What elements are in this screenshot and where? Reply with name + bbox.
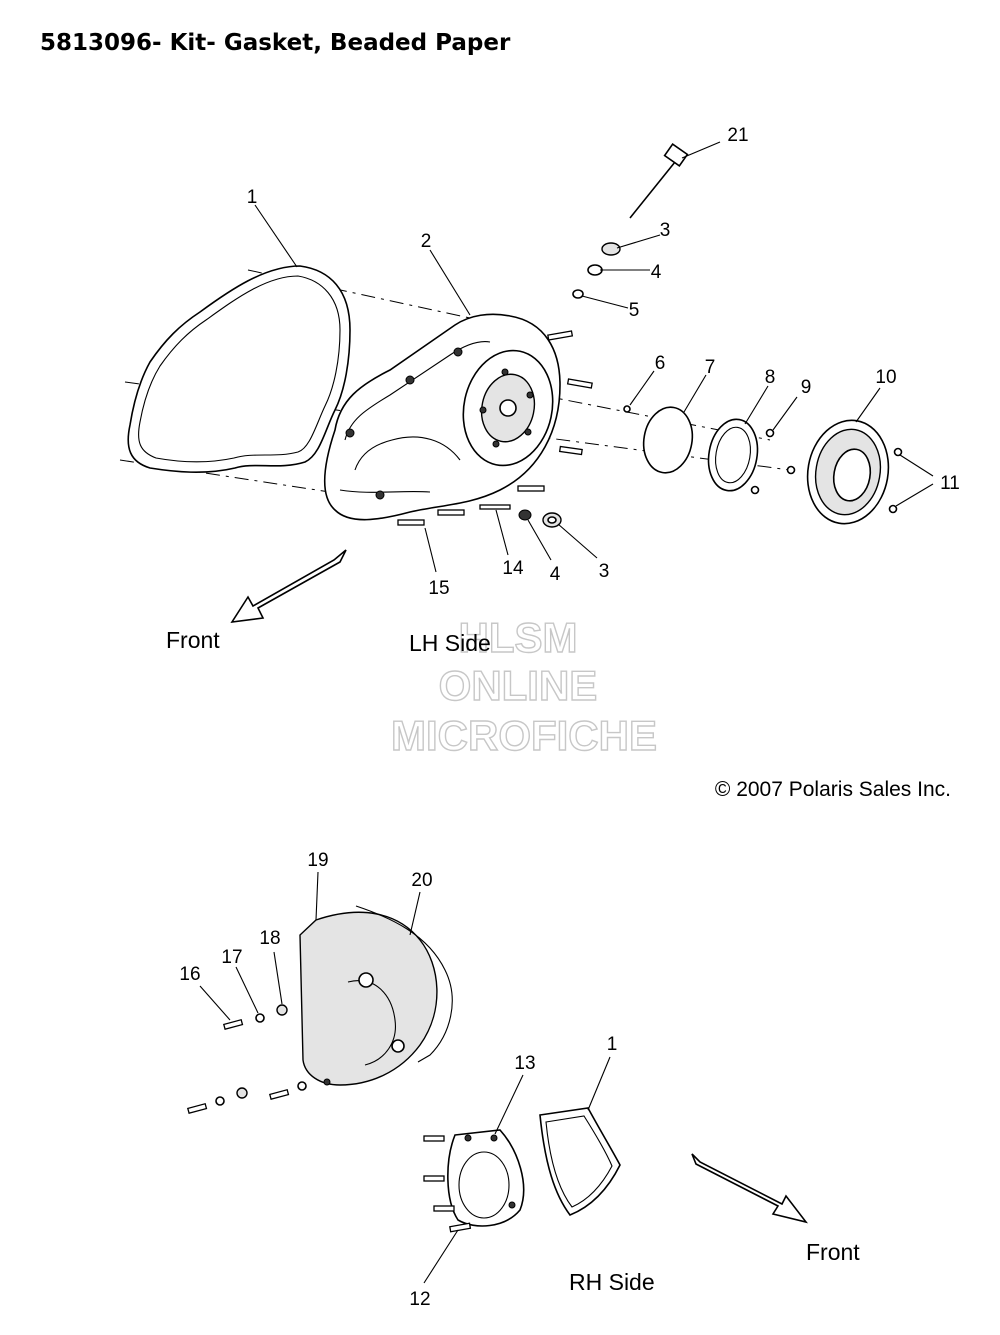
callout-4-bottom: 4 — [550, 564, 561, 585]
callout-5: 5 — [629, 300, 640, 321]
callout-1-top: 1 — [247, 187, 258, 208]
callout-14: 14 — [502, 558, 524, 579]
callout-7: 7 — [705, 357, 716, 378]
callout-19: 19 — [307, 850, 328, 871]
copyright: © 2007 Polaris Sales Inc. — [715, 778, 951, 801]
screws-16-17-18 — [186, 1004, 307, 1115]
front-arrow-rh — [691, 1153, 809, 1224]
part-1-gasket-lh — [127, 265, 351, 473]
rh-side-label: RH Side — [569, 1269, 655, 1295]
callout-4-top: 4 — [651, 262, 662, 283]
callout-1-bottom: 1 — [607, 1034, 618, 1055]
part-20-cam-gasket — [355, 905, 453, 1063]
callout-8: 8 — [765, 367, 776, 388]
callout-16: 16 — [179, 964, 200, 985]
page-title: 5813096- Kit- Gasket, Beaded Paper — [40, 30, 511, 56]
callouts-rh: 19 20 18 17 16 13 1 12 — [179, 850, 617, 1310]
callout-6: 6 — [655, 353, 666, 374]
callout-13: 13 — [514, 1053, 535, 1074]
front-label-rh: Front — [806, 1239, 860, 1265]
leaders-rh — [199, 871, 611, 1284]
part-2-primary-cover — [323, 313, 561, 521]
screws-9-11 — [750, 428, 903, 514]
lh-side-label: LH Side — [409, 630, 491, 656]
watermark-line-3: MICROFICHE — [391, 712, 657, 759]
front-arrow-lh — [230, 549, 347, 624]
part-21-dipstick — [629, 142, 689, 219]
part-19-cam-cover — [299, 911, 438, 1086]
cover-bolts — [397, 330, 631, 526]
callout-3-top: 3 — [660, 220, 671, 241]
callout-15: 15 — [428, 578, 449, 599]
watermark-line-1: HLSM — [459, 614, 578, 661]
callout-3-bottom: 3 — [599, 561, 610, 582]
callout-11: 11 — [940, 473, 960, 494]
callout-21: 21 — [727, 125, 748, 146]
part-1-gasket-rh — [539, 1107, 621, 1216]
callout-18: 18 — [259, 928, 280, 949]
watermark: HLSM ONLINE MICROFICHE — [390, 613, 657, 759]
parts-3-4-5-top — [572, 242, 621, 299]
callout-17: 17 — [221, 947, 242, 968]
callout-9: 9 — [801, 377, 812, 398]
callout-12: 12 — [409, 1289, 430, 1310]
part-13-inner-cover — [447, 1129, 525, 1227]
watermark-line-2: ONLINE — [439, 662, 598, 709]
callout-20: 20 — [411, 870, 432, 891]
part-8-trim-ring — [707, 418, 759, 492]
leaders-lh — [254, 141, 934, 573]
part-7-cover-gasket — [642, 406, 694, 474]
screws-12 — [423, 1135, 472, 1233]
parts-14-4-3-bottom — [518, 509, 562, 528]
front-label-lh: Front — [166, 627, 220, 653]
callouts-lh: 1 2 21 3 4 5 6 7 8 9 10 11 14 4 3 15 — [247, 125, 960, 599]
part-10-derby-cover — [806, 419, 890, 525]
callout-2: 2 — [421, 231, 432, 252]
callout-10: 10 — [875, 367, 896, 388]
